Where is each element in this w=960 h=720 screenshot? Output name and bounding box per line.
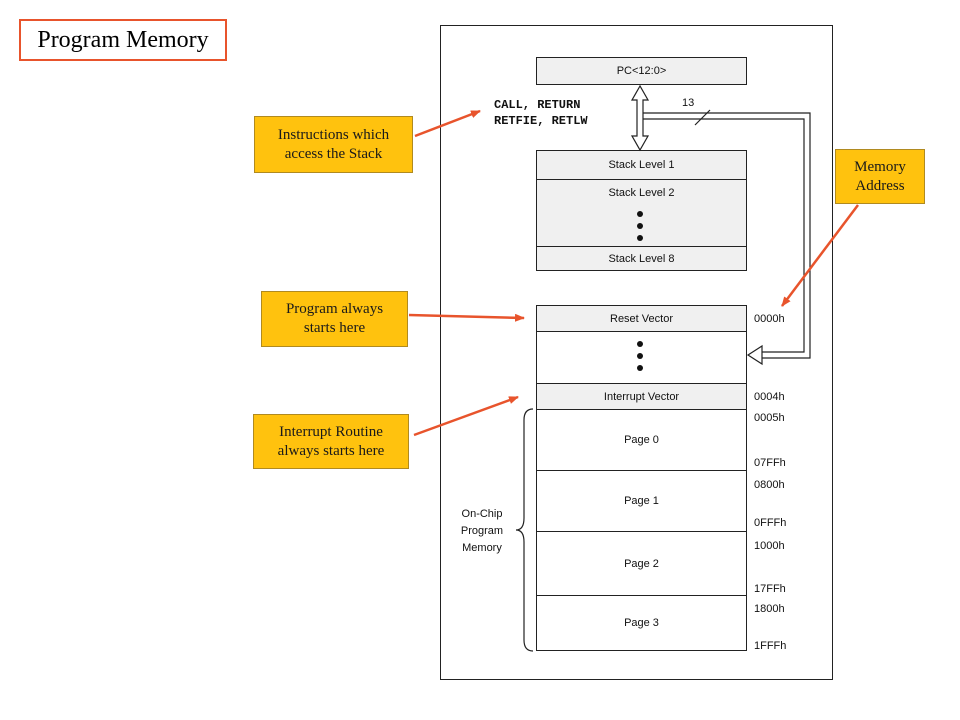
arrow-to-memory-address — [781, 204, 859, 307]
callout-program-start-text: Program always starts here — [285, 301, 384, 336]
callout-stack-instructions-text: Instructions which access the Stack — [277, 126, 390, 162]
diagram-frame — [440, 25, 833, 680]
vector-gap — [536, 331, 747, 384]
address-label: 0800h — [754, 479, 785, 491]
pc-register: PC<12:0> — [536, 57, 747, 85]
memory-ellipsis-icon — [637, 341, 643, 371]
callout-program-start: Program always starts here — [261, 291, 408, 347]
callout-stack-instructions: Instructions which access the Stack — [254, 116, 413, 173]
stack-level-1: Stack Level 1 — [536, 150, 747, 180]
address-label: 0000h — [754, 313, 785, 325]
callout-interrupt-routine-text: Interrupt Routine always starts here — [277, 423, 385, 459]
stack-level-2: Stack Level 2 — [536, 179, 747, 206]
address-label: 07FFh — [754, 457, 786, 469]
on-chip-brace-icon — [515, 408, 534, 652]
stack-instructions-line1: CALL, RETURN — [494, 98, 581, 112]
callout-memory-address-text: Memory Address — [854, 158, 906, 194]
pc-memory-bus — [643, 109, 811, 366]
address-label: 1800h — [754, 603, 785, 615]
arrow-to-interrupt-vector — [413, 395, 519, 437]
reset-vector: Reset Vector — [536, 305, 747, 332]
arrow-to-reset-vector — [408, 313, 525, 322]
bus-width-label: 13 — [682, 97, 695, 109]
pc-stack-arrow — [630, 84, 650, 152]
stack-ellipsis-icon — [637, 211, 643, 241]
address-label: 1FFFh — [754, 640, 787, 652]
address-label: 0FFFh — [754, 517, 787, 529]
address-label: 1000h — [754, 540, 785, 552]
address-label: 0005h — [754, 412, 785, 424]
on-chip-memory-label: On-Chip Program Memory — [460, 508, 504, 554]
callout-interrupt-routine: Interrupt Routine always starts here — [253, 414, 409, 469]
page-title: Program Memory — [19, 19, 227, 61]
callout-memory-address: Memory Address — [835, 149, 925, 204]
stack-instructions-line2: RETFIE, RETLW — [494, 114, 588, 128]
page-3: Page 3 — [536, 595, 747, 651]
stack-level-8: Stack Level 8 — [536, 246, 747, 271]
address-label: 0004h — [754, 391, 785, 403]
address-label: 17FFh — [754, 583, 786, 595]
arrow-to-stack-instructions — [414, 109, 481, 138]
interrupt-vector: Interrupt Vector — [536, 383, 747, 410]
